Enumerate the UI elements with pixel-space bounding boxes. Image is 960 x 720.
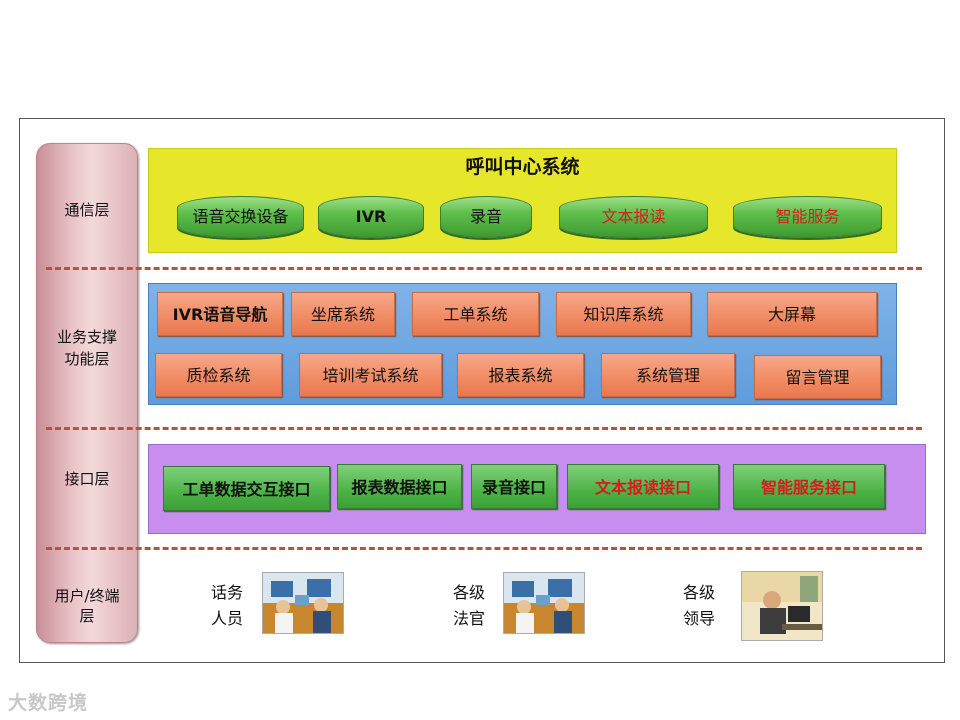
separator-3 bbox=[46, 547, 922, 550]
user-label-judges: 各级 法官 bbox=[452, 583, 485, 628]
leaders-photo bbox=[741, 571, 823, 641]
layer-label-communication: 通信层 bbox=[64, 201, 110, 219]
cylinder-voice-switch: 语音交换设备 bbox=[177, 196, 304, 238]
watermark: 大数跨境 bbox=[8, 692, 89, 714]
box-quality-check: 质检系统 bbox=[155, 353, 282, 397]
box-message-management: 留言管理 bbox=[754, 355, 881, 399]
box-report-system: 报表系统 bbox=[457, 353, 584, 397]
separator-2 bbox=[46, 427, 922, 430]
cylinder-text-reading: 文本报读 bbox=[559, 196, 708, 238]
layer-label-business: 业务支撑 功能层 bbox=[56, 328, 117, 368]
layer-label-user: 用户/终端 层 bbox=[54, 587, 120, 625]
layer-label-interface: 接口层 bbox=[64, 470, 110, 488]
box-system-management: 系统管理 bbox=[601, 353, 735, 397]
cylinder-smart-service: 智能服务 bbox=[733, 196, 882, 238]
box-knowledge-base: 知识库系统 bbox=[556, 292, 691, 336]
cylinder-recording: 录音 bbox=[440, 196, 532, 238]
layer-column bbox=[36, 143, 138, 643]
user-label-agents: 话务 人员 bbox=[210, 583, 243, 628]
box-text-reading-interface: 文本报读接口 bbox=[567, 464, 719, 509]
call-center-title: 呼叫中心系统 bbox=[465, 156, 580, 178]
box-ivr-navigation: IVR语音导航 bbox=[157, 292, 283, 336]
box-agent-system: 坐席系统 bbox=[291, 292, 395, 336]
box-big-screen: 大屏幕 bbox=[707, 292, 877, 336]
box-report-data-interface: 报表数据接口 bbox=[337, 464, 462, 509]
call-agents-photo bbox=[262, 572, 344, 634]
box-training-exam: 培训考试系统 bbox=[299, 353, 442, 397]
box-recording-interface: 录音接口 bbox=[471, 464, 557, 509]
cylinder-ivr: IVR bbox=[318, 196, 424, 238]
user-label-leaders: 各级 领导 bbox=[682, 583, 715, 628]
box-smart-service-interface: 智能服务接口 bbox=[733, 464, 885, 509]
judges-photo bbox=[503, 572, 585, 634]
separator-1 bbox=[46, 267, 922, 270]
box-ticket-system: 工单系统 bbox=[412, 292, 539, 336]
box-ticket-data-interface: 工单数据交互接口 bbox=[163, 466, 330, 511]
